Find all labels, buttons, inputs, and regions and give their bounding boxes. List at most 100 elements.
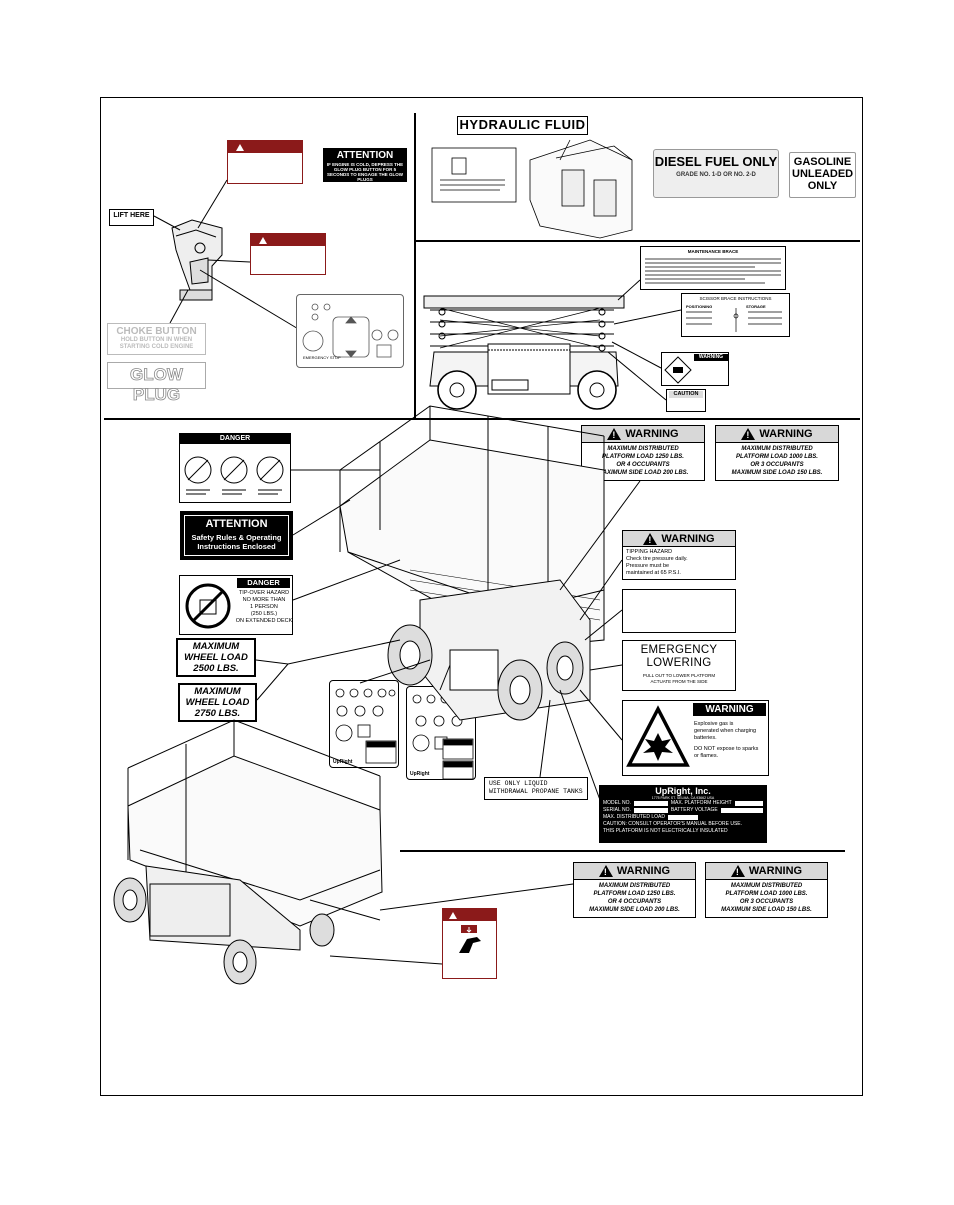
serial-plate-address: 1775 PARK ST. SELMA, CA 93662 USA — [651, 796, 715, 800]
emergency-lowering-decal: EMERGENCY LOWERING PULL OUT TO LOWER PLA… — [622, 640, 736, 691]
warning-title: WARNING — [616, 865, 671, 877]
warning-title: WARNING — [625, 428, 679, 440]
tipover-title: TIP-OVER HAZARD — [238, 590, 290, 596]
serial-no-label: SERIAL NO. — [603, 807, 631, 813]
choke-button-title: CHOKE BUTTON — [116, 326, 197, 337]
diesel-fuel-sub: GRADE NO. 1-D OR NO. 2-D — [676, 172, 756, 178]
scissor-brace-title: SCISSOR BRACE INSTRUCTIONS — [699, 296, 772, 301]
wheel-load-decal-2750: MAXIMUM WHEEL LOAD 2750 LBS. — [178, 683, 257, 722]
warn-1250-line1: MAXIMUM DISTRIBUTED — [607, 446, 679, 452]
emergency-stop-label: EMERGENCY STOP — [303, 355, 341, 360]
tipover-hazard-decal: DANGER TIP-OVER HAZARD NO MORE THAN 1 PE… — [179, 575, 293, 635]
upper-control-panel-decal: UpRight — [329, 680, 399, 768]
wheel-load-2750-line1: MAXIMUM — [194, 686, 241, 697]
caution-decal-small: CAUTION — [666, 389, 706, 412]
tipover-body3: (250 LBS.) — [250, 611, 278, 617]
tipping-line3: Pressure must be — [626, 563, 670, 569]
glow-plug-decal: GLOW PLUG — [107, 362, 206, 404]
wheel-load-2750-line3: 2750 LBS. — [194, 708, 241, 719]
warn-1000-line1: MAXIMUM DISTRIBUTED — [741, 446, 813, 452]
explosive-line3: batteries. — [694, 735, 717, 741]
gasoline-decal: GASOLINE UNLEADED ONLY — [789, 152, 856, 198]
warn-1000-line4: MAXIMUM SIDE LOAD 150 LBS. — [731, 470, 823, 476]
divider-vertical — [414, 113, 416, 419]
tipover-body4: ON EXTENDED DECK — [235, 618, 293, 624]
danger-decal-top — [227, 140, 303, 184]
warn-1250-line4: MAXIMUM SIDE LOAD 200 LBS. — [597, 470, 689, 476]
tipover-danger-title: DANGER — [237, 578, 290, 588]
control-panel-graphics — [302, 303, 399, 358]
explosive-line5: or flames. — [694, 753, 719, 759]
warn-1250b-line1: MAXIMUM DISTRIBUTED — [598, 883, 671, 889]
propane-label: USE ONLY LIQUID WITHDRAWAL PROPANE TANKS — [489, 780, 583, 795]
attention-glow-body: IF ENGINE IS COLD, DEPRESS THE GLOW PLUG… — [326, 162, 404, 182]
emergency-lowering-body: PULL OUT TO LOWER PLATFORM ACTUATE FROM … — [642, 673, 716, 684]
choke-button-decal: CHOKE BUTTON HOLD BUTTON IN WHEN STARTIN… — [107, 323, 206, 355]
wheel-load-2500-line3: 2500 LBS. — [193, 663, 239, 674]
scissor-brace-graphics — [686, 308, 782, 332]
warning-load-1250-bottom: WARNING MAXIMUM DISTRIBUTED PLATFORM LOA… — [573, 862, 696, 918]
maintenance-brace-decal: MAINTENANCE BRACE — [640, 246, 786, 290]
warning-title: WARNING — [661, 532, 715, 545]
battery-voltage-label: BATTERY VOLTAGE — [670, 807, 718, 813]
warning-title: WARNING — [748, 865, 803, 877]
lift-here-label: LIFT HERE — [113, 212, 150, 219]
hydraulic-fluid-label: HYDRAULIC FLUID — [459, 117, 586, 132]
warn-1250-line2: PLATFORM LOAD 1250 LBS. — [602, 454, 684, 460]
explosive-line2: generated when charging — [694, 728, 757, 734]
wheel-load-2750-line2: WHEEL LOAD — [185, 697, 250, 708]
danger-decal-middle — [250, 233, 326, 275]
warn-1250b-line4: MAXIMUM SIDE LOAD 200 LBS. — [589, 907, 680, 913]
max-distributed-load-label: MAX. DISTRIBUTED LOAD — [603, 814, 665, 820]
tipping-hazard-decal: WARNING TIPPING HAZARD Check tire pressu… — [622, 530, 736, 580]
hydraulic-fluid-decal: HYDRAULIC FLUID — [457, 116, 588, 135]
attention-glow-decal: ATTENTION IF ENGINE IS COLD, DEPRESS THE… — [323, 148, 407, 182]
upper-control-panel-graphics — [335, 688, 397, 764]
caution-consult-label: CAUTION: CONSULT OPERATOR'S MANUAL BEFOR… — [603, 821, 743, 827]
serial-plate-decal: UpRight, Inc. 1775 PARK ST. SELMA, CA 93… — [599, 785, 767, 843]
positioning-label: POSITIONING — [686, 304, 713, 309]
divider-bottom-section — [400, 850, 845, 852]
warning-icon — [643, 532, 658, 545]
maintenance-text-lines — [645, 258, 781, 284]
danger-pictogram-decal: DANGER — [179, 433, 291, 503]
warn-1000-line3: OR 3 OCCUPANTS — [750, 462, 804, 468]
tipover-body1: NO MORE THAN — [242, 597, 286, 603]
warning-load-1000-bottom: WARNING MAXIMUM DISTRIBUTED PLATFORM LOA… — [705, 862, 828, 918]
warning-icon — [607, 428, 622, 440]
diesel-fuel-title: DIESEL FUEL ONLY — [654, 154, 778, 169]
warning-load-1000-top: WARNING MAXIMUM DISTRIBUTED PLATFORM LOA… — [715, 425, 839, 481]
danger-pictogram-icons — [184, 456, 284, 495]
control-panel: EMERGENCY STOP — [296, 294, 404, 368]
warning-diamond-title: WARNING — [694, 354, 728, 361]
maintenance-brace-title: MAINTENANCE BRACE — [687, 249, 739, 254]
warn-1000b-line4: MAXIMUM SIDE LOAD 150 LBS. — [721, 907, 812, 913]
attention-safety-decal: ATTENTION Safety Rules & Operating Instr… — [180, 511, 293, 560]
warning-title: WARNING — [759, 428, 813, 440]
lift-here-decal: LIFT HERE — [109, 209, 154, 226]
explosive-line4: DO NOT expose to sparks — [694, 746, 759, 752]
danger-pictogram-title: DANGER — [180, 434, 290, 444]
tipover-body2: 1 PERSON — [250, 604, 278, 610]
explosive-gas-decal: WARNING Explosive gas is generated when … — [622, 700, 769, 776]
no-people-icon — [185, 583, 231, 629]
caution-small-title: CAUTION — [669, 391, 703, 398]
warning-icon — [730, 865, 745, 877]
max-platform-height-label: MAX. PLATFORM HEIGHT — [670, 800, 732, 806]
explosive-warning-title: WARNING — [693, 703, 766, 716]
storage-label: STORAGE — [746, 304, 766, 309]
attention-safety-body2: Instructions Enclosed — [197, 542, 276, 551]
warning-icon — [741, 428, 756, 440]
warn-1250b-line3: OR 4 OCCUPANTS — [607, 899, 662, 905]
propane-decal: USE ONLY LIQUID WITHDRAWAL PROPANE TANKS — [484, 777, 588, 800]
scissor-brace-decal: SCISSOR BRACE INSTRUCTIONS POSITIONING S… — [681, 293, 790, 337]
warn-1250-line3: OR 4 OCCUPANTS — [616, 462, 670, 468]
explosive-line1: Explosive gas is — [694, 721, 734, 727]
not-insulated-label: THIS PLATFORM IS NOT ELECTRICALLY INSULA… — [603, 828, 728, 834]
gasoline-label: GASOLINE UNLEADED ONLY — [792, 156, 854, 192]
glow-plug-label: GLOW PLUG — [130, 365, 184, 405]
wheel-load-decal-2500: MAXIMUM WHEEL LOAD 2500 LBS. — [176, 638, 256, 677]
